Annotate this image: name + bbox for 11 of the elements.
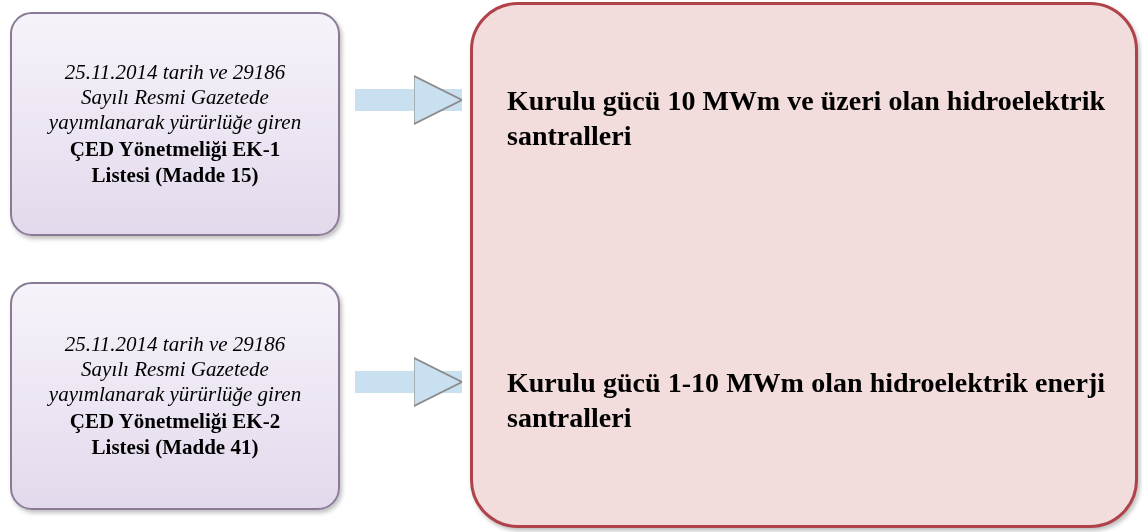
box-heading: ÇED Yönetmeliği EK-1 Listesi (Madde 15) (68, 135, 282, 189)
block-arrow (355, 356, 463, 408)
block-arrow (355, 74, 463, 126)
rounded-panel (470, 2, 1138, 528)
panel-text: Kurulu gücü 1-10 MWm olan hidroelektrik enerji santralleri (507, 366, 1105, 435)
rounded-box (10, 282, 340, 510)
panel-text: Kurulu gücü 10 MWm ve üzeri olan hidroelektrik santralleri (507, 84, 1105, 153)
box-text: 25.11.2014 tarih ve 29186 Sayılı Resmi Gazetede yayımlanarak yürürlüğe giren (46, 331, 303, 408)
rounded-box (10, 12, 340, 236)
box-text: 25.11.2014 tarih ve 29186 Sayılı Resmi Gazetede yayımlanarak yürürlüğe giren (46, 59, 303, 136)
box-heading: ÇED Yönetmeliği EK-2 Listesi (Madde 41) (68, 407, 282, 461)
